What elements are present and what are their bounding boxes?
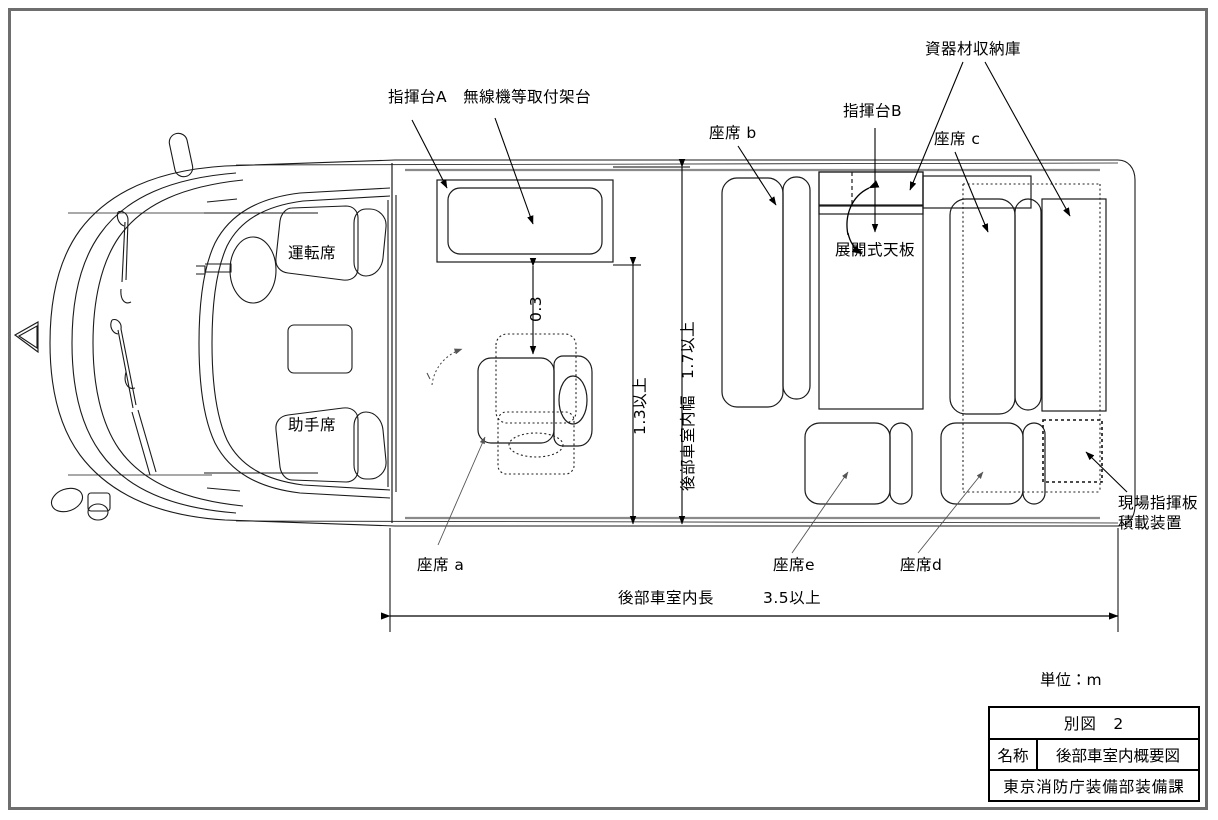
label-seat-a: 座席 a xyxy=(417,556,465,574)
seat-c-shape xyxy=(949,198,1042,415)
unit-note: 単位：m xyxy=(1040,671,1102,689)
front-cabin-seats xyxy=(275,205,387,483)
title-block: 別図 2 名称 後部車室内概要図 東京消防庁装備部装備課 xyxy=(988,706,1200,802)
label-command-board-rack-line1: 現場指揮板 xyxy=(1118,494,1199,512)
label-command-board-rack-line2: 積載装置 xyxy=(1118,514,1183,532)
command-desk-a-shape xyxy=(436,179,614,263)
title-block-issuer: 東京消防庁装備部装備課 xyxy=(1003,777,1185,796)
title-block-name-label: 名称 xyxy=(990,740,1038,769)
label-seat-c: 座席 c xyxy=(934,130,981,148)
label-command-desk-b: 指揮台B xyxy=(843,102,903,120)
title-block-issuer-row: 東京消防庁装備部装備課 xyxy=(990,771,1198,800)
label-seat-e: 座席e xyxy=(773,556,816,574)
dimension-interior-length-value: 3.5以上 xyxy=(763,589,822,607)
label-passenger-seat: 助手席 xyxy=(288,416,337,434)
folding-top-arrow xyxy=(846,180,880,255)
seat-a-shape xyxy=(426,333,593,475)
dimension-gap-desk-to-seat: 0.3 xyxy=(527,295,545,322)
label-command-desk-a: 指揮台A 無線機等取付架台 xyxy=(388,88,592,106)
label-seat-b: 座席 b xyxy=(709,124,757,142)
command-desk-b-shape xyxy=(818,171,1032,410)
command-board-rack-shape xyxy=(1042,419,1103,483)
label-folding-top: 展開式天板 xyxy=(835,241,916,259)
dimension-interior-clear: 1.3以上 xyxy=(631,376,649,435)
page-border-frame xyxy=(8,8,1208,810)
vehicle-body-outline xyxy=(13,132,1136,527)
title-block-name-row: 名称 後部車室内概要図 xyxy=(990,740,1198,771)
title-block-figure-number: 別図 2 xyxy=(1063,715,1125,733)
equipment-storage-shape xyxy=(1041,198,1107,412)
storage-dotted-overlay xyxy=(962,183,1101,493)
seat-e-shape xyxy=(804,422,913,505)
leader-lines xyxy=(411,61,1128,493)
seat-b-shape xyxy=(721,176,811,408)
label-equipment-storage: 資器材収納庫 xyxy=(925,40,1022,58)
dimension-interior-width: 後部車室内幅 1.7以上 xyxy=(679,320,697,491)
title-block-name-value: 後部車室内概要図 xyxy=(1055,746,1180,765)
label-seat-d: 座席d xyxy=(900,556,943,574)
dimension-interior-length-label: 後部車室内長 xyxy=(618,589,715,607)
dimension-lines xyxy=(381,158,1119,632)
leader-lines-thin xyxy=(437,436,984,554)
title-block-figure-row: 別図 2 xyxy=(990,708,1198,740)
label-driver-seat: 運転席 xyxy=(288,244,337,262)
seat-d-shape xyxy=(940,422,1046,505)
body-trim-lines xyxy=(405,168,1100,520)
